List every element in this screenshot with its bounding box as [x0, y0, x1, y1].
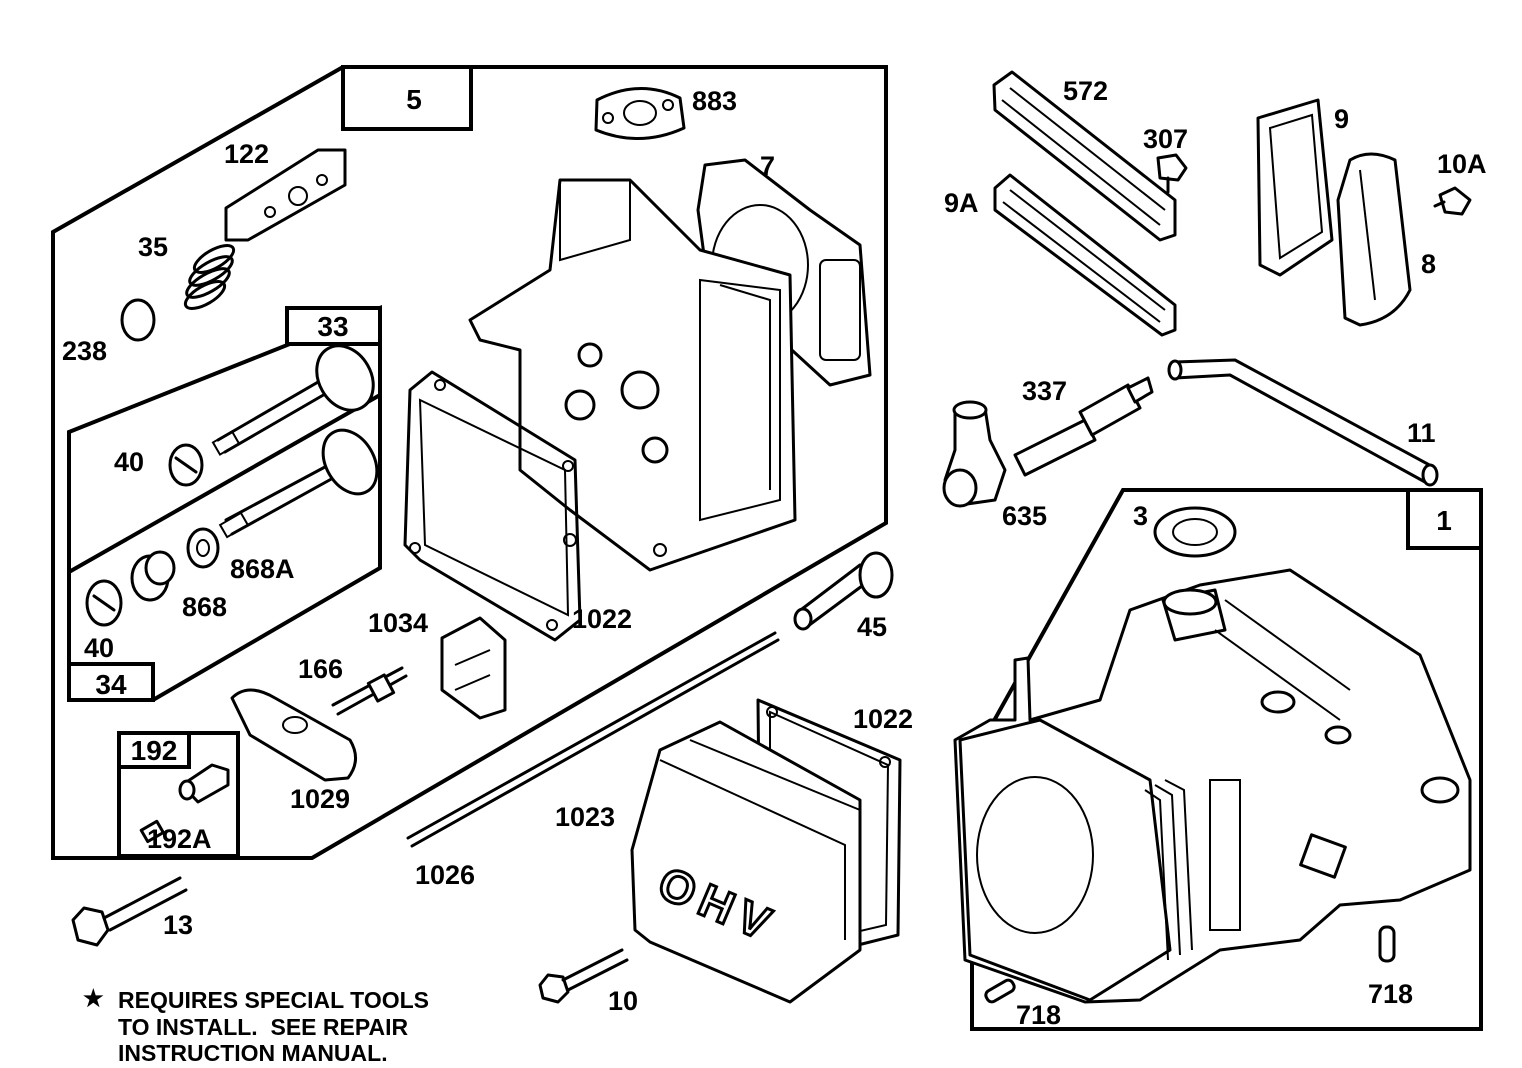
group-192-number: 192 — [131, 735, 178, 766]
oil-seal-3-drawing — [1153, 506, 1237, 558]
push-rod-guide-45-drawing — [793, 551, 894, 631]
valve-cap-238-drawing — [120, 298, 156, 342]
label-9A: 9A — [944, 188, 979, 218]
label-1022-lower: 1022 — [853, 704, 913, 734]
spark-plug-boot-635-drawing — [942, 400, 1007, 508]
guide-plate-122-drawing — [224, 148, 347, 242]
label-3: 3 — [1133, 501, 1148, 531]
note-star: ★ — [83, 985, 104, 1011]
rocker-gasket-1022a-drawing — [403, 370, 582, 642]
label-7: 7 — [760, 151, 775, 181]
rocker-cover-1023-drawing: OHV — [630, 720, 862, 1004]
label-572: 572 — [1063, 76, 1108, 106]
cylinder-block-drawing — [953, 568, 1472, 1004]
group-33-34-divider — [68, 393, 381, 574]
gasket-9A-drawing — [993, 173, 1177, 337]
valve-seal-868-drawing — [130, 550, 176, 602]
note-line-3: INSTRUCTION MANUAL. — [118, 1040, 388, 1066]
label-40-upper: 40 — [114, 447, 144, 477]
exhaust-valve-drawing — [211, 344, 375, 456]
group-33-number: 33 — [317, 311, 348, 342]
label-1026: 1026 — [415, 860, 475, 890]
group-5-box — [341, 65, 473, 131]
dowel-pin-718a-drawing — [984, 978, 1016, 1004]
label-1029: 1029 — [290, 784, 350, 814]
valve-retainer-40b-drawing — [85, 579, 123, 627]
label-13: 13 — [163, 910, 193, 940]
label-883: 883 — [692, 86, 737, 116]
label-35: 35 — [138, 232, 168, 262]
label-192A: 192A — [147, 824, 212, 854]
valve-retainer-40-drawing — [168, 443, 204, 487]
spark-plug-337-drawing — [1013, 376, 1154, 477]
group-33-box — [285, 306, 382, 346]
group-5-number: 5 — [406, 84, 422, 115]
dowel-pin-718b-drawing — [1378, 925, 1396, 963]
cylinder-head-drawing — [468, 178, 797, 572]
label-45: 45 — [857, 612, 887, 642]
group-34-number: 34 — [95, 669, 127, 700]
label-166: 166 — [298, 654, 343, 684]
gasket-9-drawing — [1256, 98, 1334, 277]
label-635: 635 — [1002, 501, 1047, 531]
note-line-1: REQUIRES SPECIAL TOOLS — [118, 987, 429, 1013]
breather-cover-8-drawing — [1336, 152, 1412, 327]
label-1022-upper: 1022 — [572, 604, 632, 634]
screw-307-drawing — [1156, 153, 1188, 194]
label-718-left: 718 — [1016, 1000, 1061, 1030]
group-34-box — [67, 662, 155, 702]
rocker-arm-1029-drawing — [230, 688, 357, 782]
note-line-2: TO INSTALL. SEE REPAIR — [118, 1014, 408, 1040]
rocker-stud-166-drawing — [331, 666, 408, 716]
label-868: 868 — [182, 592, 227, 622]
group-1-box — [1406, 488, 1483, 550]
label-238: 238 — [62, 336, 107, 366]
label-307: 307 — [1143, 124, 1188, 154]
bolt-13-drawing — [71, 876, 188, 947]
washer-868A-drawing — [186, 527, 220, 569]
label-10A: 10A — [1437, 149, 1487, 179]
bolt-10-drawing — [538, 948, 629, 1004]
breather-plate-1034-drawing — [440, 616, 507, 720]
screw-10A-drawing — [1433, 186, 1472, 216]
label-11: 11 — [1407, 418, 1436, 448]
group-192-box — [117, 731, 191, 769]
lock-nut-192A-drawing — [139, 819, 165, 844]
intake-gasket-572-drawing — [992, 70, 1177, 242]
label-718-right: 718 — [1368, 979, 1413, 1009]
label-1034: 1034 — [368, 608, 428, 638]
label-10: 10 — [608, 986, 638, 1016]
label-337: 337 — [1022, 376, 1067, 406]
label-9: 9 — [1334, 104, 1349, 134]
intake-gasket-883-drawing — [594, 87, 686, 140]
breather-tube-11-drawing — [1167, 358, 1439, 487]
label-1023: 1023 — [555, 802, 615, 832]
valve-spring-35-drawing — [183, 244, 236, 310]
adjuster-192-drawing — [178, 763, 230, 804]
label-122: 122 — [224, 139, 269, 169]
intake-valve-drawing — [218, 428, 379, 539]
label-8: 8 — [1421, 249, 1436, 279]
push-rod-1026-drawing — [406, 631, 780, 848]
special-tools-note: ★ REQUIRES SPECIAL TOOLS TO INSTALL. SEE… — [83, 985, 429, 1066]
label-40-lower: 40 — [84, 633, 114, 663]
label-868A: 868A — [230, 554, 295, 584]
group-1-number: 1 — [1436, 505, 1452, 536]
